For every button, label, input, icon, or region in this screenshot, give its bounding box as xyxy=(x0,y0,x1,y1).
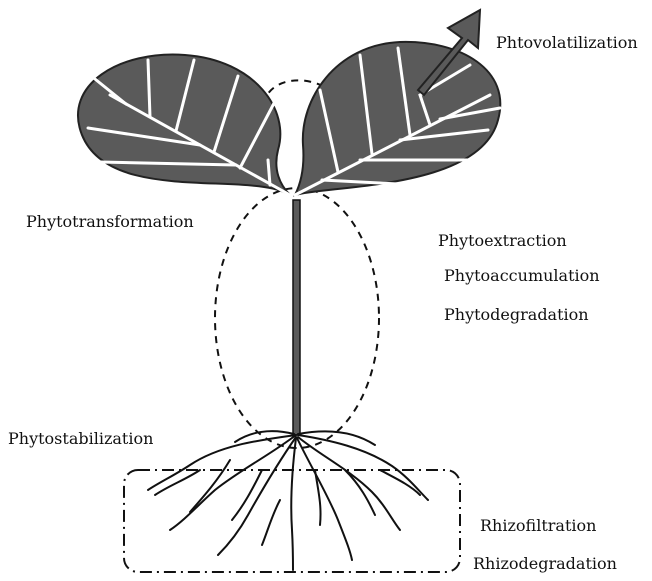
label-phytodegradation: Phytodegradation xyxy=(444,307,589,323)
left-leaf xyxy=(78,55,290,195)
label-rhizodegradation: Rhizodegradation xyxy=(473,556,617,572)
root-system xyxy=(148,431,428,570)
right-leaf xyxy=(295,42,500,195)
label-phytoaccumulation: Phytoaccumulation xyxy=(444,268,600,284)
stem xyxy=(293,200,300,435)
label-phytotransformation: Phytotransformation xyxy=(26,214,194,230)
label-phytostabilization: Phytostabilization xyxy=(8,431,153,447)
label-rhizofiltration: Rhizofiltration xyxy=(480,518,596,534)
label-phytovolatilization: Phtovolatilization xyxy=(496,35,638,51)
label-phytoextraction: Phytoextraction xyxy=(438,233,567,249)
